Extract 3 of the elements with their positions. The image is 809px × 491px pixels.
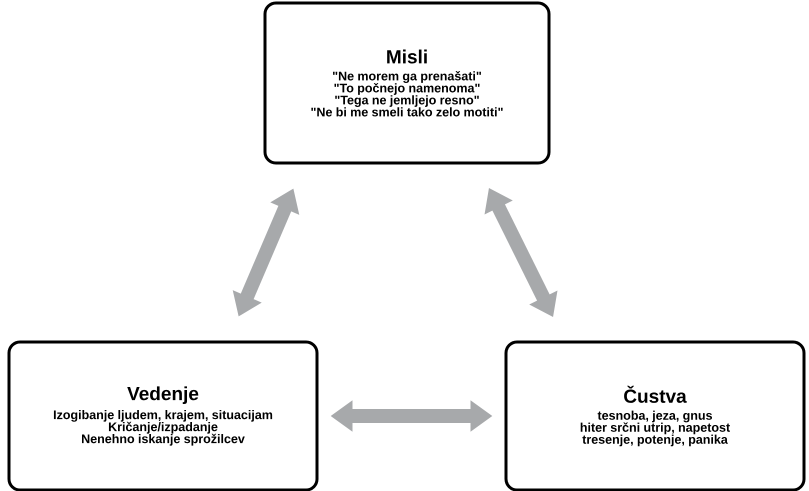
text-box: Čustva tesnoba, jeza, gnus hiter srčni utrip, napetost tresenje, potenje, panika [504, 340, 806, 491]
text-box: Misli "Ne morem ga prenašati" "To počnejo namenoma" "Tega ne jemljejo resno" "Ne bi me smeli tako zelo motiti" [264, 2, 550, 164]
text-box: Vedenje Izogibanje ljudem, krajem, situacijam Kričanje/izpadanje Nenehno iskanje sprožilcev [8, 340, 318, 491]
